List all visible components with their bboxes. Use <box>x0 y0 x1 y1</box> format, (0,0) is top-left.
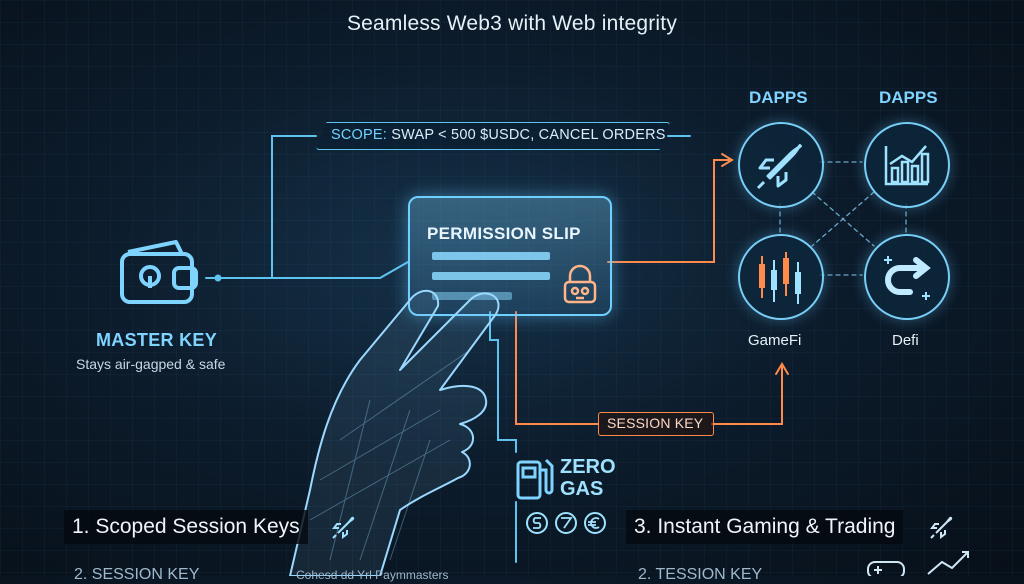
zero-gas-line2: GAS <box>560 478 616 500</box>
master-key-title: MASTER KEY <box>96 330 217 351</box>
dapp-node-gamefi[interactable] <box>738 234 824 320</box>
wallet-icon <box>116 236 204 308</box>
gamepad-chart-icon <box>864 548 974 576</box>
slip-text-line <box>432 252 550 260</box>
lock-icon <box>560 264 600 306</box>
dapp-node-chart[interactable] <box>864 122 950 208</box>
scope-value: SWAP < 500 $USDC, CANCEL ORDERS <box>391 127 665 143</box>
cutoff-right-text: 2. TESSION KEY <box>638 566 762 584</box>
master-key-subtitle: Stays air-gagped & safe <box>76 356 225 372</box>
step-3-caption: 3. Instant Gaming & Trading <box>626 510 903 544</box>
permission-slip-title: PERMISSION SLIP <box>427 224 581 244</box>
growth-chart-icon <box>866 124 948 206</box>
coins-icon <box>524 510 608 536</box>
hand-illustration <box>270 260 530 576</box>
gas-pump-icon <box>514 452 554 502</box>
dapps-label-left: DAPPS <box>749 88 808 108</box>
rocket-icon <box>330 513 358 541</box>
dapp-node-defi[interactable] <box>864 234 950 320</box>
zero-gas-line1: ZERO <box>560 456 616 478</box>
rocket-icon <box>928 513 956 541</box>
defi-label: Defi <box>892 332 919 349</box>
cutoff-left-text: 2. SESSION KEY <box>74 566 199 584</box>
candlestick-icon <box>740 236 822 318</box>
session-key-label: SESSION KEY <box>607 415 703 431</box>
zero-gas-text: ZERO GAS <box>560 456 616 500</box>
rocket-icon <box>740 124 822 206</box>
step-1-caption: 1. Scoped Session Keys <box>64 510 308 544</box>
dapp-node-rocket[interactable] <box>738 122 824 208</box>
dapps-label-right: DAPPS <box>879 88 938 108</box>
gamefi-label: GameFi <box>748 332 801 349</box>
cutoff-middle-text: Cohesd dd Yrl Paymmasters <box>296 568 449 582</box>
swap-arrow-icon <box>866 236 948 318</box>
scope-text: SCOPE: SWAP < 500 $USDC, CANCEL ORDERS <box>331 127 666 143</box>
scope-prefix: SCOPE: <box>331 127 387 143</box>
